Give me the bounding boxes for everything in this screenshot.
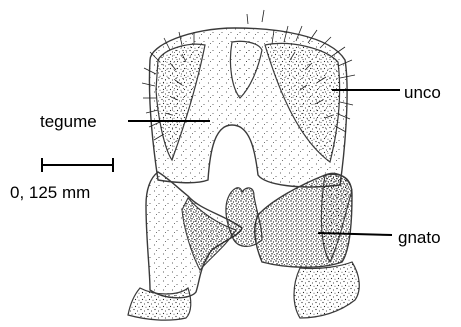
unco-label: unco — [404, 84, 441, 101]
right-basal-lobe — [294, 262, 359, 318]
scale-bar-label: 0, 125 mm — [10, 184, 90, 201]
tegume-label: tegume — [40, 113, 97, 130]
scale-bar — [42, 158, 113, 172]
gnato-label: gnato — [398, 229, 441, 246]
